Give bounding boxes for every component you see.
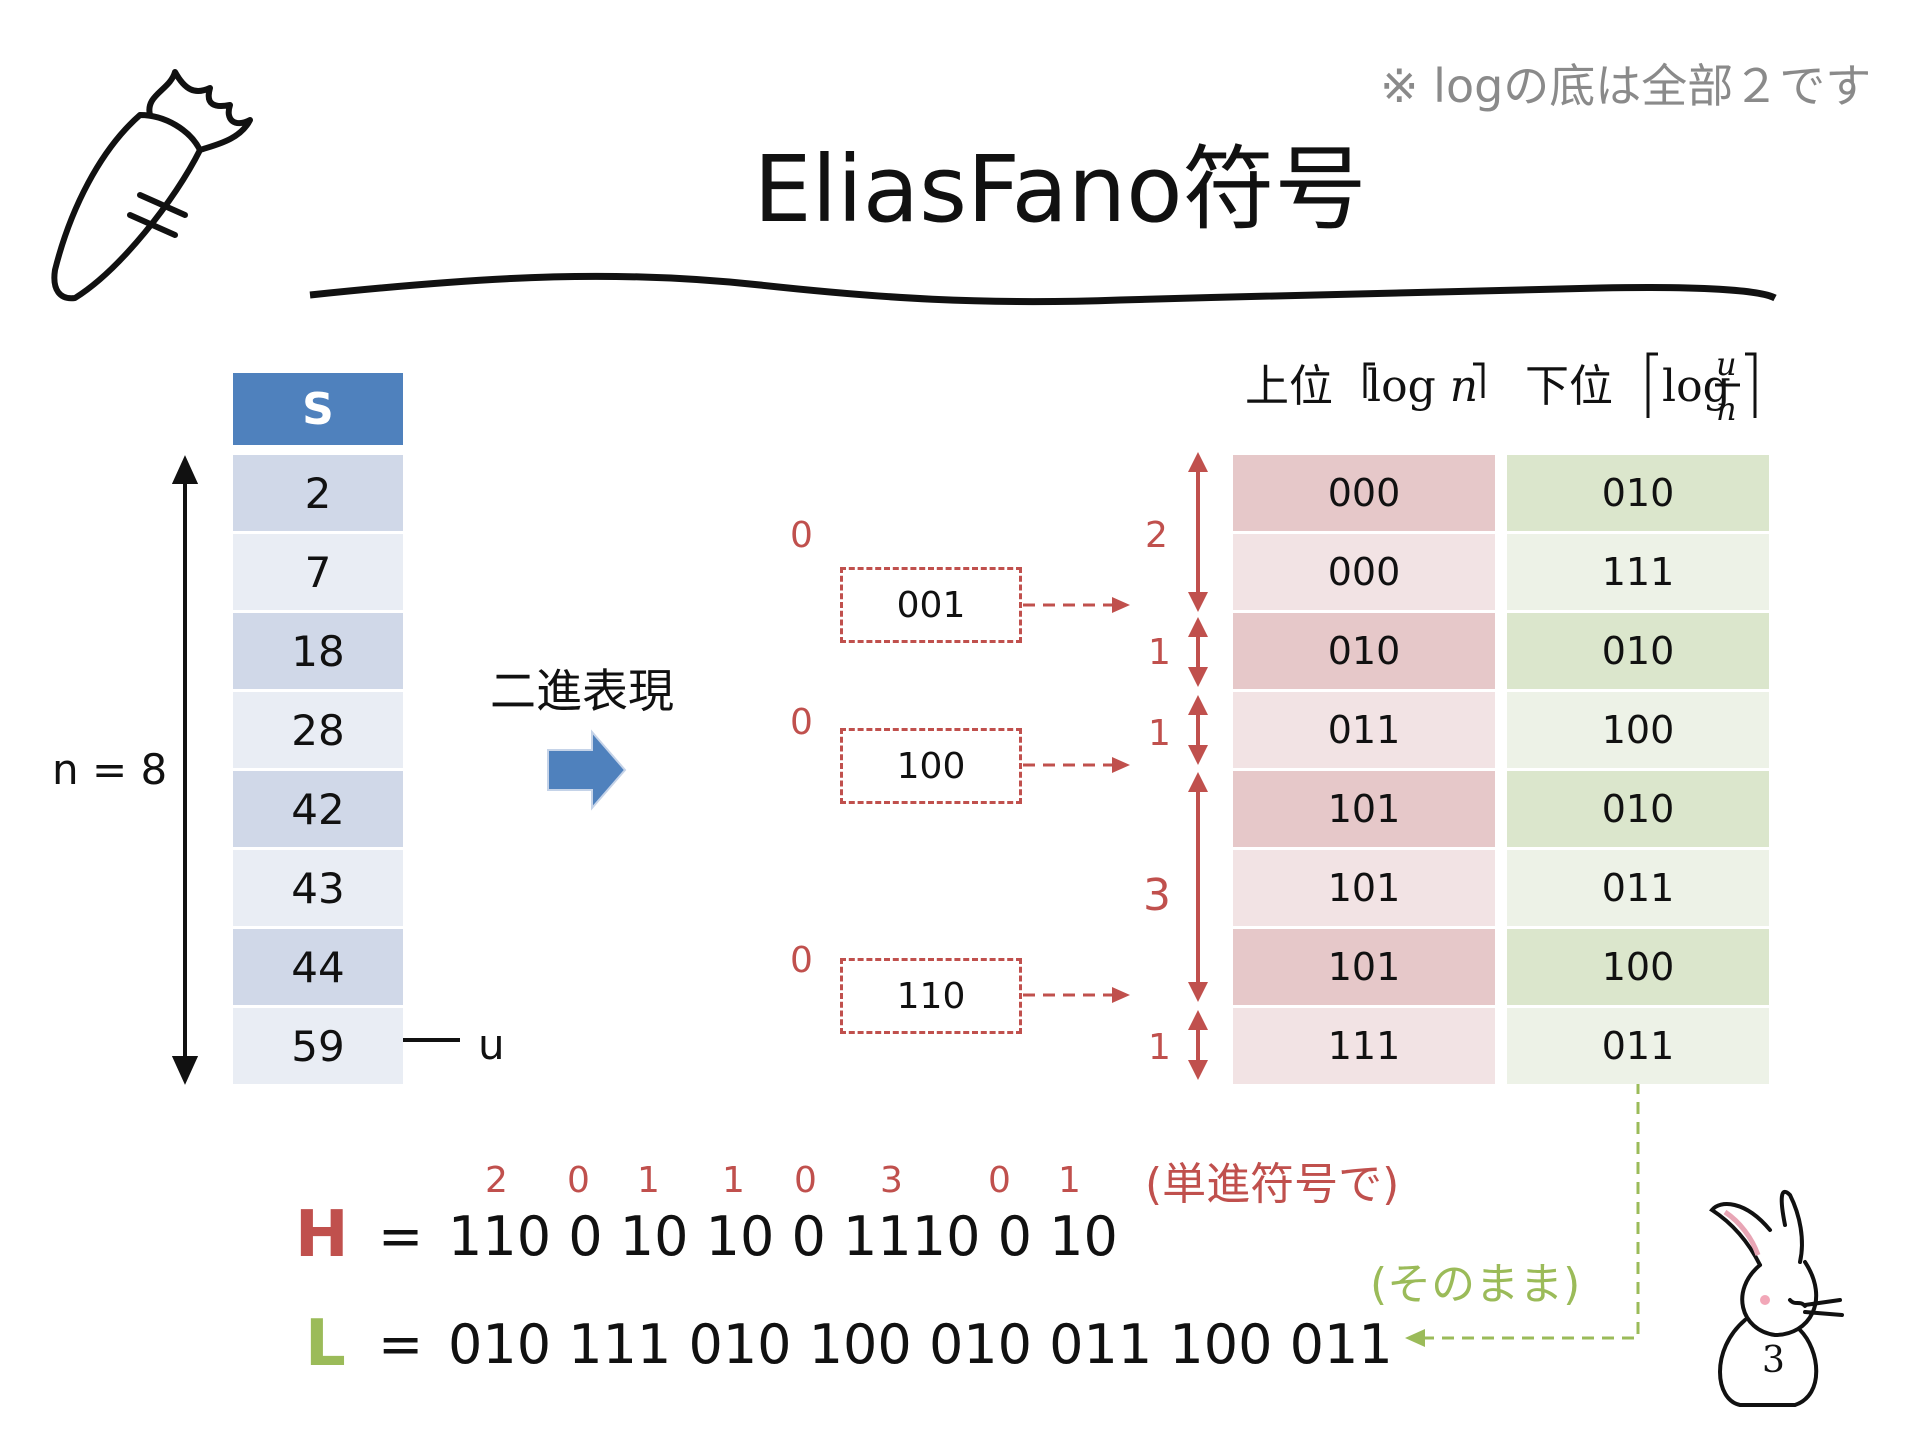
- bucket-count: 2: [1145, 515, 1168, 556]
- lower-bits-header: 下位 log: [1525, 350, 1731, 414]
- s-cell: 42: [233, 771, 403, 847]
- rabbit-icon: [1709, 1189, 1844, 1407]
- carrot-icon: [51, 69, 253, 302]
- lower-bits-cell: 111: [1507, 534, 1769, 610]
- n-label: n = 8: [52, 745, 168, 794]
- log-text: log: [1367, 361, 1436, 412]
- lower-bits-cell: 011: [1507, 1008, 1769, 1084]
- lower-label: 下位: [1525, 361, 1613, 412]
- l-equals: =: [378, 1313, 424, 1376]
- bucket-count: 1: [1148, 1027, 1171, 1068]
- l-label: L: [305, 1307, 346, 1381]
- s-cell: 28: [233, 692, 403, 768]
- n-range-arrow: [171, 455, 199, 1085]
- lower-bits-cell: 010: [1507, 613, 1769, 689]
- as-is-note: (そのまま): [1370, 1259, 1581, 1310]
- unary-note: (単進符号で): [1145, 1159, 1400, 1210]
- rabbit-cheek: [1760, 1295, 1770, 1305]
- u-symbol: u: [1716, 345, 1737, 383]
- s-cell: 2: [233, 455, 403, 531]
- upper-bits-cell: 010: [1233, 613, 1495, 689]
- h-equals: =: [378, 1205, 424, 1268]
- h-label: H: [295, 1198, 349, 1272]
- s-column-header: S: [233, 373, 403, 445]
- missing-zero-label: 0: [790, 515, 813, 556]
- wavy-divider: [309, 272, 1777, 306]
- s-cell: 18: [233, 613, 403, 689]
- lower-bits-cell: 010: [1507, 455, 1769, 531]
- h-digit: 1: [722, 1160, 745, 1201]
- page-number: 3: [1762, 1340, 1785, 1381]
- log-text: log: [1662, 361, 1731, 412]
- bucket-count: 1: [1148, 713, 1171, 754]
- blue-arrow-icon: [547, 729, 627, 811]
- upper-bits-cell: 000: [1233, 534, 1495, 610]
- upper-bits-cell: 011: [1233, 692, 1495, 768]
- missing-bucket-arrows: [1023, 603, 1118, 997]
- upper-bits-header: 上位 log n: [1245, 350, 1478, 414]
- s-cell: 59: [233, 1008, 403, 1084]
- upper-bits-cell: 101: [1233, 771, 1495, 847]
- page-title: EliasFano符号: [753, 136, 1367, 243]
- missing-bucket-box: 100: [840, 728, 1022, 804]
- lower-bits-cell: 100: [1507, 692, 1769, 768]
- binary-representation-label: 二進表現: [490, 664, 674, 718]
- bucket-count: 1: [1148, 632, 1171, 673]
- h-digit: 0: [988, 1160, 1011, 1201]
- h-digit: 1: [1058, 1160, 1081, 1201]
- upper-bits-cell: 111: [1233, 1008, 1495, 1084]
- h-digit: 1: [637, 1160, 660, 1201]
- upper-bits-cell: 101: [1233, 929, 1495, 1005]
- missing-zero-label: 0: [790, 702, 813, 743]
- missing-bucket-box: 110: [840, 958, 1022, 1034]
- s-cell: 43: [233, 850, 403, 926]
- h-digit: 2: [485, 1160, 508, 1201]
- missing-zero-label: 0: [790, 940, 813, 981]
- h-digit: 0: [794, 1160, 817, 1201]
- log-base-note: ※ logの底は全部２です: [1380, 59, 1872, 113]
- upper-bits-cell: 000: [1233, 455, 1495, 531]
- n-symbol-denominator: n: [1716, 390, 1737, 428]
- s-cell: 7: [233, 534, 403, 610]
- upper-bits-cell: 101: [1233, 850, 1495, 926]
- bucket-count: 3: [1143, 870, 1171, 921]
- missing-bucket-box: 001: [840, 567, 1022, 643]
- rabbit-ear-inner: [1723, 1209, 1761, 1256]
- u-label: u: [478, 1020, 505, 1069]
- n-symbol: n: [1449, 361, 1479, 412]
- lower-to-L-arrow: [1420, 1082, 1640, 1340]
- h-sequence: 110 0 10 10 0 1110 0 10: [448, 1205, 1118, 1268]
- lower-bits-cell: 010: [1507, 771, 1769, 847]
- upper-label: 上位: [1245, 361, 1333, 412]
- h-digit: 3: [880, 1160, 903, 1201]
- lower-bits-cell: 011: [1507, 850, 1769, 926]
- l-sequence: 010 111 010 100 010 011 100 011: [448, 1313, 1393, 1376]
- lower-bits-cell: 100: [1507, 929, 1769, 1005]
- s-cell: 44: [233, 929, 403, 1005]
- h-digit: 0: [567, 1160, 590, 1201]
